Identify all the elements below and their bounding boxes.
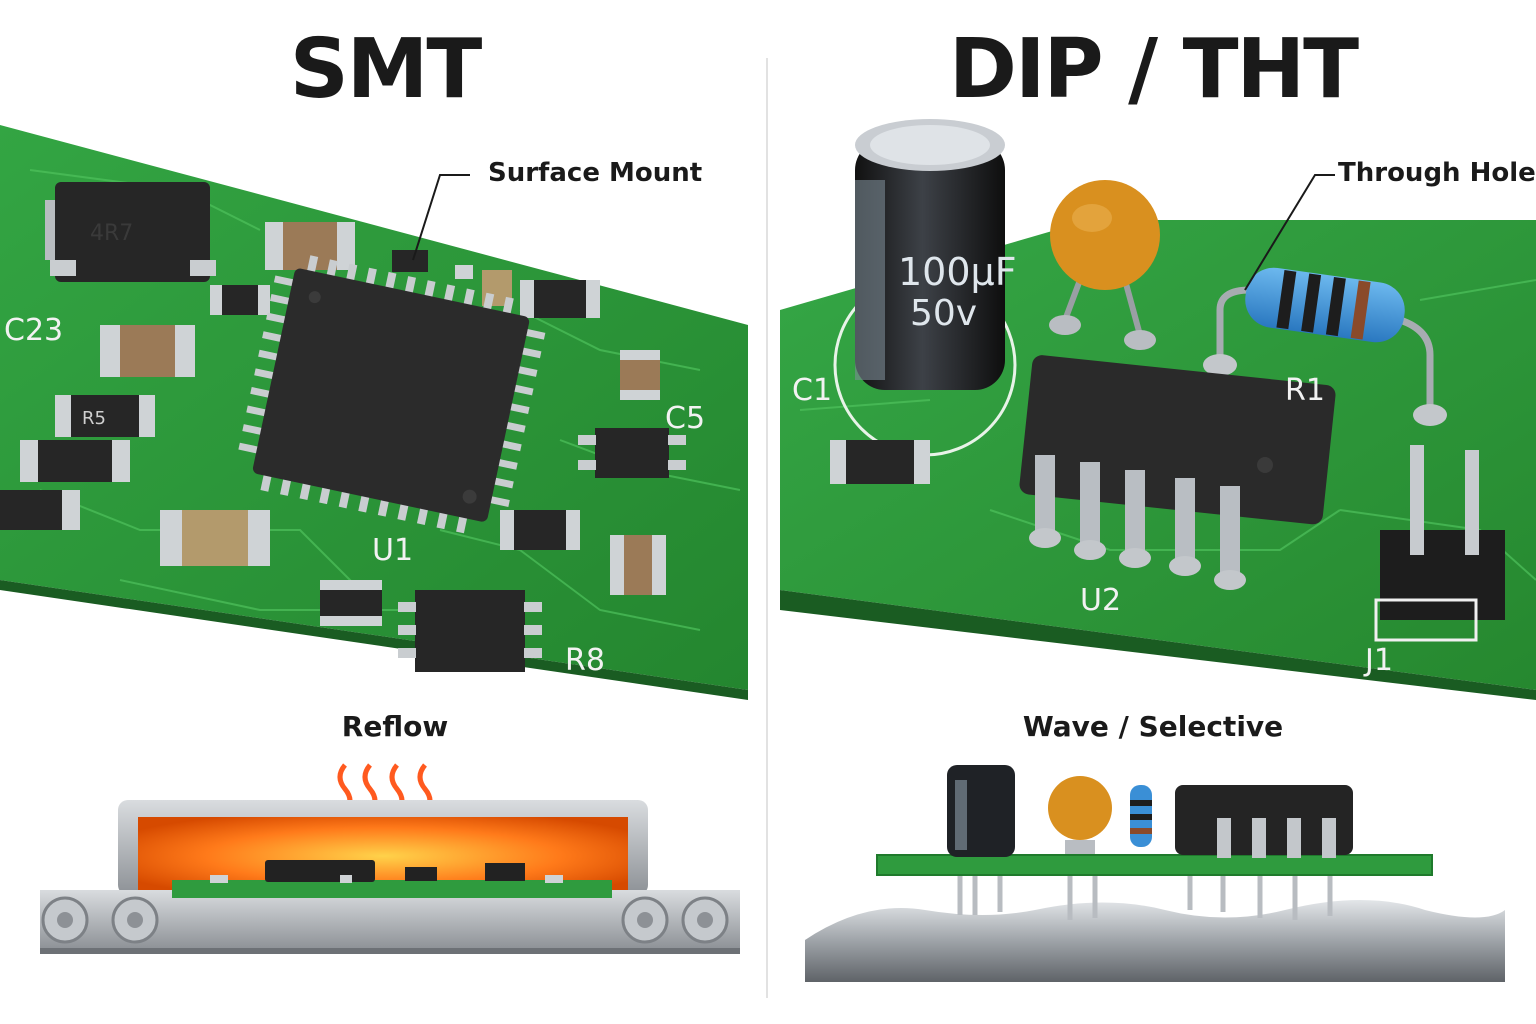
qfp-pin bbox=[250, 386, 272, 398]
callout-leader-smt bbox=[412, 174, 470, 261]
smd-resistor bbox=[0, 490, 80, 530]
qfp-pin bbox=[269, 294, 292, 306]
pcb-on-conveyor bbox=[172, 880, 612, 898]
silk-u2: U2 bbox=[1080, 583, 1121, 618]
sot-transistor bbox=[578, 428, 686, 478]
qfp-pin bbox=[516, 365, 538, 377]
qfp-pin bbox=[416, 505, 429, 525]
qfp-pin bbox=[504, 421, 526, 433]
qfp-pin bbox=[254, 368, 276, 380]
qfp-pin bbox=[242, 424, 264, 436]
qfp-pin bbox=[345, 263, 358, 283]
silk-r8: R8 bbox=[565, 643, 605, 678]
qfp-pin bbox=[436, 509, 449, 530]
qfp-pin bbox=[384, 271, 397, 292]
qfp-pin bbox=[306, 255, 319, 275]
qfp-pin bbox=[358, 493, 370, 513]
qfp-pin bbox=[492, 477, 514, 489]
qfp-pin bbox=[246, 405, 268, 417]
conveyor-rollers bbox=[41, 896, 729, 944]
qfp-pin bbox=[524, 328, 546, 340]
qfp-pin bbox=[273, 275, 295, 287]
qfp-pin bbox=[404, 276, 416, 296]
qfp-pin bbox=[258, 349, 280, 361]
qfp-pin bbox=[266, 312, 288, 324]
qfp-pin bbox=[443, 284, 456, 304]
dip-tht-title: DIP / THT bbox=[948, 22, 1359, 117]
mini-resistor bbox=[1130, 785, 1152, 847]
qfp-pin bbox=[299, 480, 312, 501]
dip-ic-u2 bbox=[1019, 355, 1336, 590]
smd-capacitor bbox=[620, 350, 660, 400]
inductor-chip: 4R7 bbox=[45, 182, 216, 282]
smd-capacitor bbox=[265, 222, 355, 270]
qfp-pin bbox=[508, 403, 530, 415]
smd-resistor bbox=[320, 580, 382, 626]
callout-leader-tht bbox=[1244, 174, 1335, 291]
smd-resistor: R5 bbox=[55, 395, 155, 437]
solder-wave bbox=[805, 900, 1505, 982]
qfp-pin bbox=[262, 331, 284, 343]
smd-capacitor bbox=[610, 535, 666, 595]
smd-capacitor bbox=[160, 510, 270, 566]
through-hole-callout: Through Hole bbox=[1338, 158, 1536, 188]
axial-resistor bbox=[1203, 267, 1447, 426]
qfp-ic-u1 bbox=[238, 255, 546, 534]
mini-dip-ic bbox=[1175, 785, 1353, 858]
cap-voltage-label: 50v bbox=[910, 293, 977, 334]
qfp-pin bbox=[512, 384, 534, 396]
inductor-mark: 4R7 bbox=[90, 221, 133, 246]
qfp-pin bbox=[502, 296, 514, 317]
mini-ceramic-cap bbox=[1048, 776, 1112, 854]
panel-divider bbox=[766, 58, 768, 998]
smt-title: SMT bbox=[289, 22, 483, 117]
qfp-pin bbox=[520, 347, 542, 359]
qfp-pin bbox=[326, 259, 338, 279]
qfp-pin bbox=[496, 458, 518, 470]
reflow-oven-illustration bbox=[40, 763, 740, 954]
smd-resistor bbox=[500, 510, 580, 550]
qfp-pin bbox=[338, 489, 351, 509]
qfp-pin bbox=[488, 495, 510, 507]
cap-value-label: 100µF bbox=[898, 250, 1017, 294]
qfp-pin bbox=[238, 442, 260, 454]
silk-u1: U1 bbox=[372, 533, 413, 568]
qfp-pin bbox=[423, 280, 436, 300]
tht-board-illustration: 100µF 50v bbox=[780, 119, 1536, 700]
soic-chip bbox=[398, 590, 542, 672]
silk-c5: C5 bbox=[665, 401, 705, 436]
smd-resistor bbox=[20, 440, 130, 482]
qfp-pin bbox=[365, 267, 377, 288]
ceramic-disc-capacitor bbox=[1049, 180, 1160, 350]
wave-solder-illustration bbox=[805, 765, 1505, 982]
qfp-pin bbox=[377, 497, 390, 517]
silk-j1: J1 bbox=[1363, 643, 1393, 678]
surface-mount-callout: Surface Mount bbox=[488, 158, 703, 188]
silk-r1: R1 bbox=[1285, 373, 1325, 408]
silk-c1: C1 bbox=[792, 373, 832, 408]
smd-resistor bbox=[830, 440, 930, 484]
pcb-over-wave bbox=[876, 854, 1433, 876]
small-chip-mark: R5 bbox=[82, 408, 106, 429]
qfp-pin bbox=[463, 288, 475, 308]
qfp-pin bbox=[482, 292, 495, 312]
wave-selective-label: Wave / Selective bbox=[1022, 710, 1284, 743]
qfp-pin bbox=[260, 472, 273, 492]
smd-capacitor bbox=[100, 325, 195, 377]
smd-resistor bbox=[210, 285, 270, 315]
qfp-pin bbox=[397, 501, 409, 521]
qfp-pin bbox=[500, 440, 522, 452]
electrolytic-capacitor: 100µF 50v bbox=[855, 119, 1017, 390]
pin-header-j1 bbox=[1374, 445, 1505, 642]
silk-c23: C23 bbox=[4, 313, 63, 348]
reflow-label: Reflow bbox=[341, 710, 449, 743]
qfp-pin bbox=[319, 484, 331, 505]
component-leads bbox=[957, 870, 1333, 920]
smd-resistor bbox=[520, 280, 600, 318]
smt-board-illustration: 4R7 R5 C23 C5 U1 R8 bbox=[0, 125, 748, 700]
mini-electrolytic-cap bbox=[947, 765, 1015, 857]
qfp-pin bbox=[280, 476, 292, 496]
qfp-pin bbox=[456, 514, 468, 534]
